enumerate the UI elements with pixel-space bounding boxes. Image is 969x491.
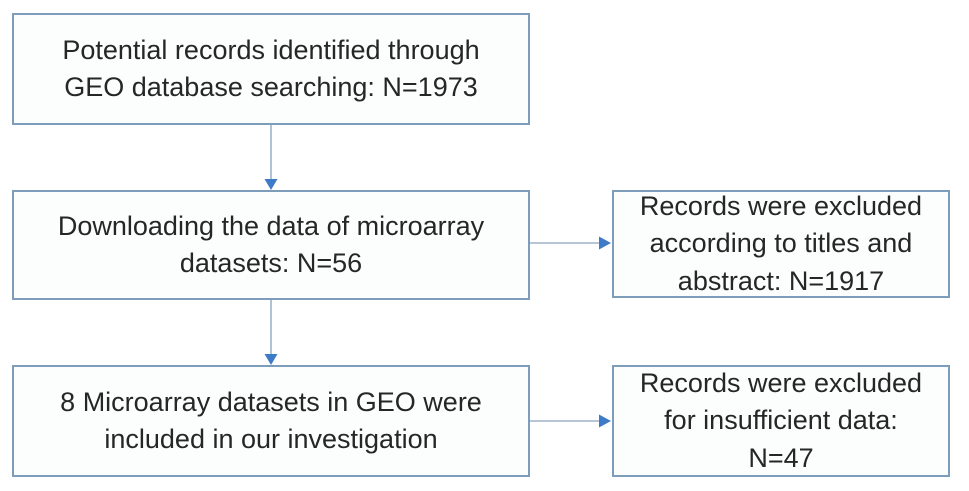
arrow-download-to-excluded-titles [530,236,611,250]
arrow-included-to-excluded-data [530,414,611,428]
box-text-line: abstract: N=1917 [677,265,885,296]
box-text-line: 8 Microarray datasets in GEO were [60,386,482,417]
arrow-identified-to-download [264,125,278,190]
box-datasets-included: 8 Microarray datasets in GEO were includ… [12,365,530,477]
box-text-line: Records were excluded [639,368,923,399]
box-text-line: Downloading the data of microarray [57,210,485,241]
box-text-line: included in our investigation [104,424,438,454]
box-excluded-insufficient-data: Records were excluded for insufficient d… [612,365,950,477]
box-text-line: for insufficient data: [664,405,898,436]
box-text-line: according to titles and [649,228,913,259]
box-text-line: N=47 [748,442,814,473]
box-text-line: Potential records identified through [62,34,480,65]
box-excluded-by-titles: Records were excluded according to title… [612,190,950,298]
box-text-line: Records were excluded [639,191,923,222]
arrow-download-to-included [264,300,278,365]
box-text-line: GEO database searching: N=1973 [64,72,478,102]
box-records-identified: Potential records identified through GEO… [12,13,530,125]
box-text-line: datasets: N=56 [179,248,363,278]
box-download-datasets: Downloading the data of microarray datas… [12,190,530,300]
